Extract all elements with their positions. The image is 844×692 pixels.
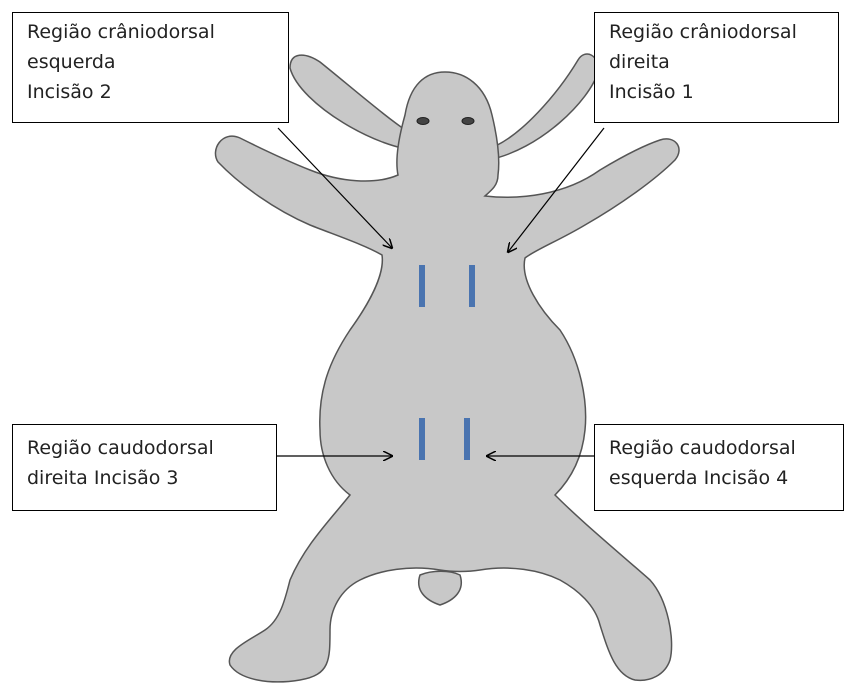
label-caudo-left-line1: Região caudodorsal [27,433,276,463]
label-cranio-right-line2: direita [609,47,838,77]
label-caudo-right-line2: esquerda Incisão 4 [609,463,843,493]
label-cranio-left-line1: Região crâniodorsal [27,17,288,47]
right-ear [485,54,598,160]
label-caudo-right-line1: Região caudodorsal [609,433,843,463]
label-caudo-left: Região caudodorsal direita Incisão 3 [12,424,277,511]
label-caudo-left-line2: direita Incisão 3 [27,463,276,493]
label-cranio-right-line1: Região crâniodorsal [609,17,838,47]
label-cranio-left-line2: esquerda [27,47,288,77]
label-caudo-right: Região caudodorsal esquerda Incisão 4 [594,424,844,511]
left-eye [417,118,429,125]
label-cranio-right-line3: Incisão 1 [609,77,838,107]
right-eye [462,118,474,125]
label-cranio-left-line3: Incisão 2 [27,77,288,107]
label-cranio-left: Região crâniodorsal esquerda Incisão 2 [12,12,289,123]
label-cranio-right: Região crâniodorsal direita Incisão 1 [594,12,839,123]
rabbit-tail [419,571,462,605]
